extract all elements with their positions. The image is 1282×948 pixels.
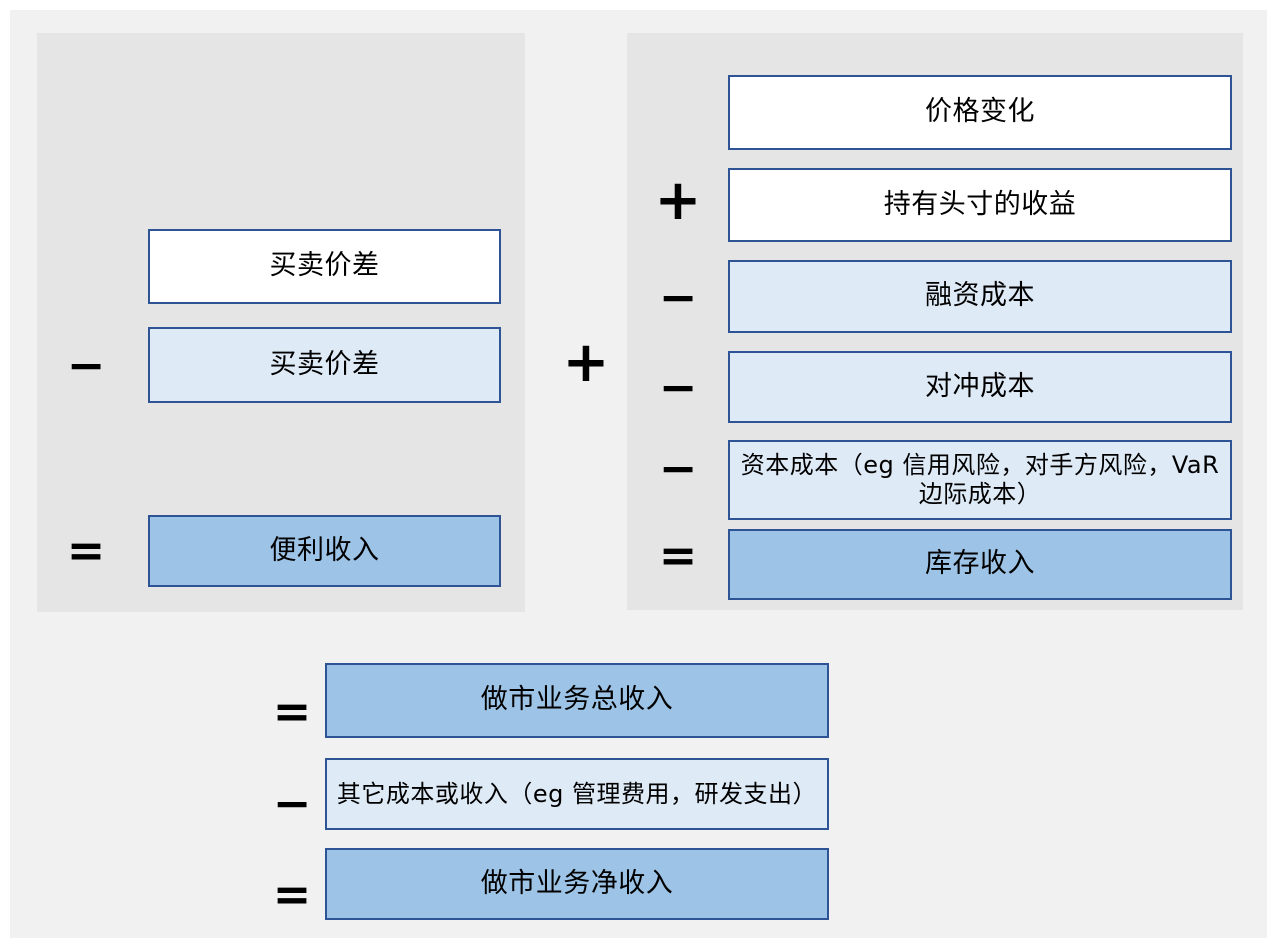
box-inventory-income[interactable]: 库存收入 — [728, 529, 1232, 600]
box-funding-cost[interactable]: 融资成本 — [728, 260, 1232, 333]
operator-equals-bottom-0: = — [272, 684, 312, 738]
box-gross-market-making-income[interactable]: 做市业务总收入 — [325, 663, 829, 738]
box-net-market-making-income[interactable]: 做市业务净收入 — [325, 848, 829, 920]
box-convenience-income[interactable]: 便利收入 — [148, 515, 501, 587]
box-capital-cost[interactable]: 资本成本（eg 信用风险，对手方风险，VaR边际成本） — [728, 440, 1232, 520]
operator-minus-right-4: − — [658, 441, 698, 495]
operator-plus-right-1: + — [654, 168, 702, 233]
operator-plus-connector: + — [562, 330, 610, 395]
diagram-canvas: − = 买卖价差 买卖价差 便利收入 + + − − − = 价格变化 持有头寸… — [10, 10, 1267, 938]
box-price-change[interactable]: 价格变化 — [728, 75, 1232, 150]
box-bid-ask-spread-cost[interactable]: 买卖价差 — [148, 327, 501, 403]
operator-minus-left-1: − — [66, 338, 106, 392]
box-hedging-cost[interactable]: 对冲成本 — [728, 351, 1232, 423]
box-position-holding-gain[interactable]: 持有头寸的收益 — [728, 168, 1232, 242]
operator-minus-right-3: − — [658, 360, 698, 414]
operator-equals-bottom-2: = — [272, 867, 312, 921]
operator-minus-right-2: − — [658, 270, 698, 324]
box-bid-ask-spread-gross[interactable]: 买卖价差 — [148, 229, 501, 304]
operator-equals-left-2: = — [66, 523, 106, 577]
operator-equals-right-5: = — [658, 528, 698, 582]
box-other-costs-or-income[interactable]: 其它成本或收入（eg 管理费用，研发支出） — [325, 758, 829, 830]
operator-minus-bottom-1: − — [272, 776, 312, 830]
